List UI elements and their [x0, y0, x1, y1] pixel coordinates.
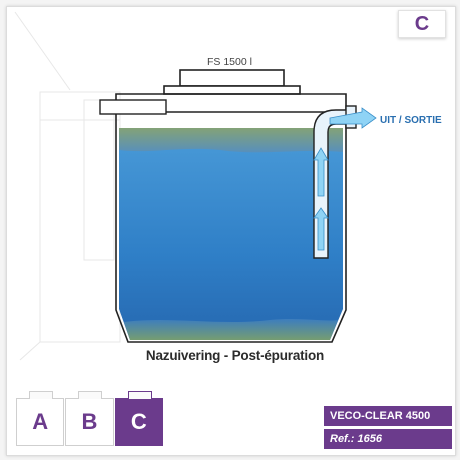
variant-a-label: A [32, 409, 49, 434]
tank-capacity-label: FS 1500 l [207, 56, 252, 68]
variant-indicator: C [398, 10, 446, 38]
variant-c[interactable]: C [114, 391, 163, 446]
flow-arrows [313, 107, 377, 251]
reference-number: Ref.: 1656 [324, 429, 452, 449]
variant-a[interactable]: A [16, 391, 65, 446]
background-tank [14, 11, 121, 361]
outlet-label: UIT / SORTIE [380, 115, 442, 126]
variant-a-lid-icon [29, 391, 53, 399]
variant-b-label: B [81, 409, 98, 434]
inlet-pipe [99, 99, 167, 115]
diagram-caption: Nazuivering - Post-épuration [145, 348, 325, 363]
tank-lid [163, 69, 301, 95]
model-name: VECO-CLEAR 4500 [324, 406, 452, 426]
variant-b-lid-icon [78, 391, 103, 399]
water [119, 128, 343, 340]
variant-indicator-label: C [414, 12, 430, 35]
variant-selector: A B C [16, 386, 164, 446]
variant-b[interactable]: B [65, 391, 114, 446]
variant-c-label: C [130, 409, 147, 434]
variant-c-lid-icon [127, 391, 152, 399]
